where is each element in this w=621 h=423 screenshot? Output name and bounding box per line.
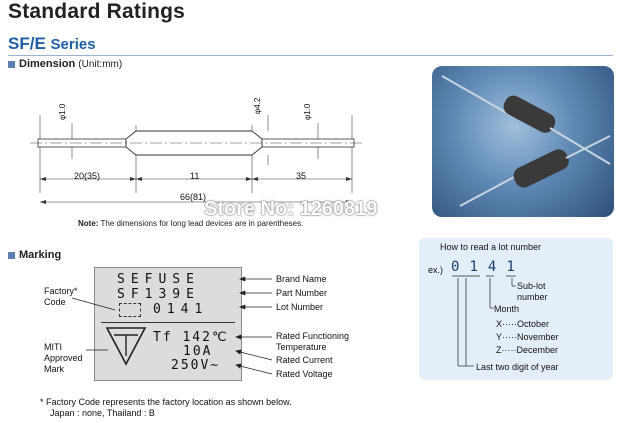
factory-code-box [119,303,141,317]
marking-line-current: 10A [183,344,213,359]
dimension-note: Note: The dimensions for long lead devic… [78,219,303,228]
lot-digit-3: 4 [487,259,497,275]
series-divider [8,55,613,56]
miti-mark-icon [105,327,147,366]
lot-title: How to read a lot number [440,242,542,252]
factory-code-label: Factory* Code [44,286,78,307]
brand-name-label: Brand Name [276,274,327,284]
fuse-photo-illustration [441,75,611,207]
lot-digit-2: 1 [469,259,478,275]
dimension-heading-text: Dimension [19,58,76,70]
page-title: Standard Ratings [8,0,186,23]
footnote-line-1: * Factory Code represents the factory lo… [40,397,292,407]
marking-divider [101,322,235,323]
lot-digit-1: 0 [451,259,460,275]
last-two-digit-label: Last two digit of year [476,362,559,372]
dimension-bullet-icon [8,61,15,68]
marking-bullet-icon [8,252,15,259]
dimension-heading: Dimension (Unit:mm) [19,58,122,70]
marking-heading: Marking [19,249,62,261]
rated-voltage-label: Rated Voltage [276,369,333,379]
dim-lead-left: 20(35) [74,171,101,181]
dim-total: 66(81) [180,192,207,202]
month-x: X·····October [496,319,550,329]
series-code: SF/E [8,34,46,53]
note-text: The dimensions for long lead devices are… [100,219,304,228]
rated-temp-label: Rated Functioning Temperature [276,331,350,352]
store-watermark: Store No: 1260819 [204,198,378,220]
lot-number-panel [419,238,613,380]
marking-line-brand: SEFUSE [117,272,200,287]
dim-body: 11 [190,171,200,181]
dimension-unit: (Unit:mm) [78,59,123,70]
rated-current-label: Rated Current [276,355,333,365]
lot-digit-4: 1 [506,259,515,275]
month-y: Y·····November [496,332,559,342]
dimension-drawing [30,115,362,204]
lot-ex-label: ex.) [428,265,444,275]
marking-line-part: SF139E [117,287,200,302]
series-title: SF/E Series [8,34,96,54]
marking-line-temp: Tf 142℃ [153,330,229,345]
marking-label: SEFUSE SF139E 0141 Tf 142℃ 10A 250V∼ [94,267,242,381]
product-photo [432,66,614,217]
part-number-label: Part Number [276,288,328,298]
sublot-label: Sub-lot number [517,281,548,302]
series-word: Series [50,36,96,53]
marking-line-voltage: 250V∼ [171,358,221,373]
marking-line-lot: 0141 [153,302,209,317]
dim-lead-right: 35 [296,171,307,181]
note-label: Note: [78,219,99,228]
miti-label: MITI Approved Mark [44,342,83,374]
month-label: Month [494,304,520,314]
month-z: Z·····December [496,345,558,355]
footnote-line-2: Japan : none, Thailand : B [50,408,155,418]
lot-number-label: Lot Number [276,302,324,312]
